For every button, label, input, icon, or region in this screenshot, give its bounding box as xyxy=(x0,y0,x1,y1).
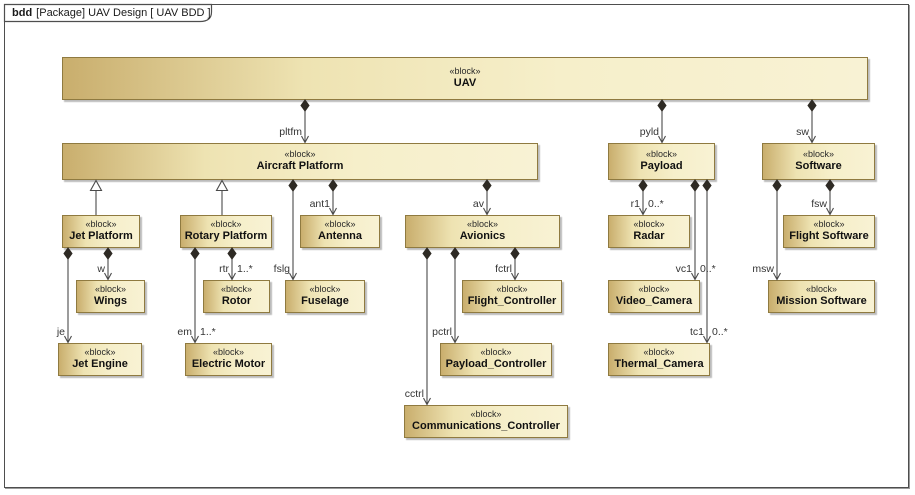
diagram-frame xyxy=(4,4,909,488)
block-stereotype: «block» xyxy=(284,149,316,159)
block-name: Radar xyxy=(633,230,665,243)
edge-role-label: pctrl xyxy=(432,326,452,338)
block-mission-software[interactable]: «block»Mission Software xyxy=(768,280,875,313)
block-thermal-camera[interactable]: «block»Thermal_Camera xyxy=(608,343,710,376)
edge-multiplicity-label: 1..* xyxy=(237,263,253,275)
block-name: Rotor xyxy=(221,295,252,308)
edge-role-label: r1 xyxy=(630,198,640,210)
block-rotor[interactable]: «block»Rotor xyxy=(203,280,270,313)
edge-multiplicity-label: 0..* xyxy=(648,198,664,210)
edge-role-label: w xyxy=(97,263,105,275)
block-flight-software[interactable]: «block»Flight Software xyxy=(783,215,875,248)
block-name: Software xyxy=(795,160,842,173)
block-stereotype: «block» xyxy=(480,347,512,357)
block-stereotype: «block» xyxy=(466,219,499,229)
block-uav[interactable]: «block»UAV xyxy=(62,57,868,100)
block-stereotype: «block» xyxy=(85,219,117,229)
block-fuselage[interactable]: «block»Fuselage xyxy=(285,280,365,313)
edge-role-label: fsw xyxy=(811,198,827,210)
block-name: Flight Software xyxy=(789,230,869,243)
block-name: Communications_Controller xyxy=(412,420,560,433)
diagram-tab[interactable]: bdd[Package] UAV Design [ UAV BDD ] xyxy=(12,7,211,19)
block-communications-controller[interactable]: «block»Communications_Controller xyxy=(404,405,568,438)
edge-role-label: vc1 xyxy=(675,263,692,275)
block-jet-engine[interactable]: «block»Jet Engine xyxy=(58,343,142,376)
block-electric-motor[interactable]: «block»Electric Motor xyxy=(185,343,272,376)
block-payload-controller[interactable]: «block»Payload_Controller xyxy=(440,343,552,376)
block-name: UAV xyxy=(453,77,477,90)
block-video-camera[interactable]: «block»Video_Camera xyxy=(608,280,700,313)
block-name: Jet Platform xyxy=(69,230,133,243)
block-name: Mission Software xyxy=(776,295,867,308)
block-stereotype: «block» xyxy=(496,284,528,294)
block-stereotype: «block» xyxy=(94,284,127,294)
block-stereotype: «block» xyxy=(84,347,116,357)
block-antenna[interactable]: «block»Antenna xyxy=(300,215,380,248)
block-stereotype: «block» xyxy=(210,219,242,229)
block-stereotype: «block» xyxy=(324,219,356,229)
edge-role-label: pltfm xyxy=(279,126,302,138)
block-stereotype: «block» xyxy=(638,284,670,294)
block-name: Jet Engine xyxy=(72,358,128,371)
edge-multiplicity-label: 1..* xyxy=(200,326,216,338)
block-name: Flight_Controller xyxy=(467,295,557,308)
block-name: Rotary Platform xyxy=(184,230,268,243)
block-name: Avionics xyxy=(459,230,506,243)
block-stereotype: «block» xyxy=(643,347,675,357)
block-name: Wings xyxy=(94,295,127,308)
block-avionics[interactable]: «block»Avionics xyxy=(405,215,560,248)
block-name: Payload xyxy=(640,160,683,173)
edge-multiplicity-label: 0..* xyxy=(712,326,728,338)
block-name: Thermal_Camera xyxy=(614,358,704,371)
edge-role-label: fslg xyxy=(273,263,290,275)
block-aircraft-platform[interactable]: «block»Aircraft Platform xyxy=(62,143,538,180)
block-software[interactable]: «block»Software xyxy=(762,143,875,180)
edge-role-label: sw xyxy=(796,126,809,138)
block-flight-controller[interactable]: «block»Flight_Controller xyxy=(462,280,562,313)
block-stereotype: «block» xyxy=(220,284,253,294)
block-rotary-platform[interactable]: «block»Rotary Platform xyxy=(180,215,272,248)
block-stereotype: «block» xyxy=(309,284,341,294)
block-stereotype: «block» xyxy=(813,219,845,229)
block-name: Electric Motor xyxy=(191,358,266,371)
edge-role-label: av xyxy=(472,198,484,210)
block-stereotype: «block» xyxy=(449,66,481,76)
block-name: Aircraft Platform xyxy=(256,160,344,173)
edge-role-label: ant1 xyxy=(309,198,330,210)
edge-role-label: msw xyxy=(752,263,774,275)
block-payload[interactable]: «block»Payload xyxy=(608,143,715,180)
edge-role-label: tc1 xyxy=(689,326,704,338)
block-stereotype: «block» xyxy=(470,409,502,419)
block-name: Fuselage xyxy=(301,295,349,308)
edge-role-label: je xyxy=(56,326,65,338)
edge-role-label: cctrl xyxy=(404,388,424,400)
edge-role-label: em xyxy=(177,326,192,338)
block-name: Payload_Controller xyxy=(445,358,547,371)
block-stereotype: «block» xyxy=(805,284,838,294)
block-name: Antenna xyxy=(318,230,362,243)
block-radar[interactable]: «block»Radar xyxy=(608,215,690,248)
block-stereotype: «block» xyxy=(802,149,835,159)
block-stereotype: «block» xyxy=(212,347,245,357)
edge-role-label: fctrl xyxy=(495,263,512,275)
diagram-kind-label: bdd xyxy=(12,7,33,19)
block-stereotype: «block» xyxy=(633,219,665,229)
block-stereotype: «block» xyxy=(645,149,678,159)
block-wings[interactable]: «block»Wings xyxy=(76,280,145,313)
diagram-title: [Package] UAV Design [ UAV BDD ] xyxy=(36,7,211,19)
edge-multiplicity-label: 0..* xyxy=(700,263,716,275)
edge-role-label: pyld xyxy=(639,126,659,138)
edge-role-label: rtr xyxy=(219,263,229,275)
block-jet-platform[interactable]: «block»Jet Platform xyxy=(62,215,140,248)
block-name: Video_Camera xyxy=(615,295,693,308)
